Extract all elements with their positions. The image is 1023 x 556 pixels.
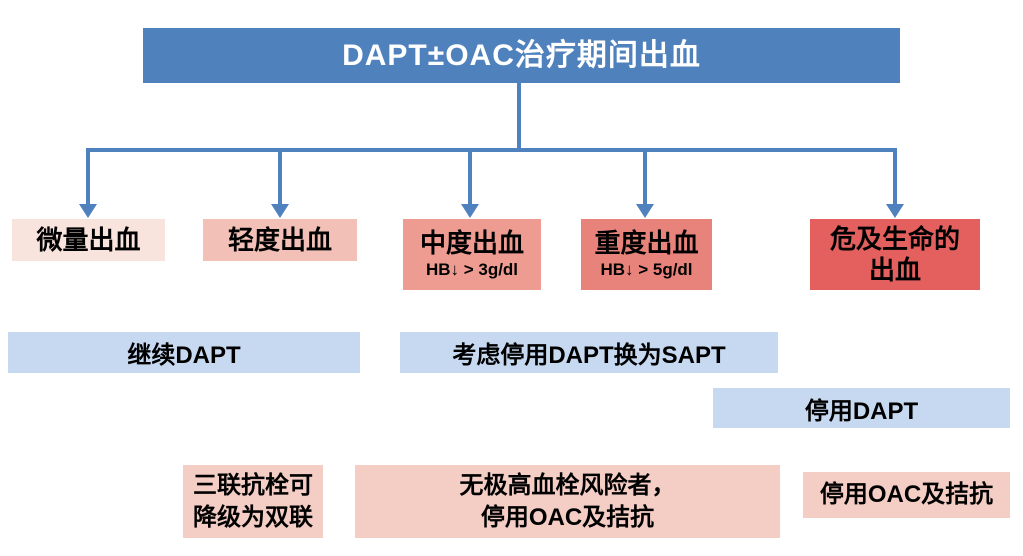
action-label: 考虑停用DAPT换为SAPT: [452, 342, 726, 369]
connector-vline-5: [893, 148, 897, 206]
note-line2: 降级为双联: [193, 503, 313, 531]
category-label: 重度出血: [594, 228, 699, 258]
category-label: 微量出血: [36, 224, 141, 255]
connector-horizontal-line: [86, 148, 897, 152]
note-line1: 停用OAC及拮抗: [819, 481, 994, 508]
category-box-moderate: 中度出血 HB↓ > 3g/dl: [403, 219, 541, 290]
category-box-severe: 重度出血 HB↓ > 5g/dl: [581, 219, 712, 290]
action-box-switch-to-sapt: 考虑停用DAPT换为SAPT: [400, 332, 778, 373]
category-label-line2: 出血: [868, 254, 921, 285]
category-sub-label: HB↓ > 5g/dl: [600, 260, 693, 279]
category-box-minimal: 微量出血: [12, 219, 165, 261]
note-line1: 三联抗栓可: [193, 471, 313, 499]
action-box-continue-dapt: 继续DAPT: [8, 332, 360, 373]
arrow-down-icon: [271, 204, 289, 218]
category-label: 轻度出血: [227, 224, 332, 255]
note-box-triple-to-dual: 三联抗栓可 降级为双联: [183, 465, 323, 538]
arrow-down-icon: [461, 204, 479, 218]
connector-vline-4: [643, 148, 647, 206]
category-label: 中度出血: [419, 228, 524, 258]
arrow-down-icon: [886, 204, 904, 218]
flowchart-title: DAPT±OAC治疗期间出血: [143, 28, 900, 83]
connector-stub-line: [517, 83, 521, 150]
action-box-stop-dapt: 停用DAPT: [713, 388, 1010, 428]
category-sub-label: HB↓ > 3g/dl: [425, 260, 519, 279]
action-label: 继续DAPT: [127, 342, 241, 369]
note-box-stop-oac-if-no-high-thrombotic-risk: 无极高血栓风险者， 停用OAC及拮抗: [355, 465, 780, 538]
connector-vline-1: [86, 148, 90, 206]
action-label: 停用DAPT: [804, 397, 919, 425]
category-box-mild: 轻度出血: [203, 219, 357, 261]
arrow-down-icon: [636, 204, 654, 218]
connector-vline-2: [278, 148, 282, 206]
category-label: 危及生命的: [829, 223, 960, 254]
note-line2: 停用OAC及拮抗: [480, 503, 655, 531]
connector-vline-3: [468, 148, 472, 206]
category-box-life-threatening: 危及生命的 出血: [810, 219, 980, 290]
arrow-down-icon: [79, 204, 97, 218]
note-line1: 无极高血栓风险者，: [459, 471, 676, 499]
note-box-stop-oac: 停用OAC及拮抗: [803, 472, 1010, 518]
